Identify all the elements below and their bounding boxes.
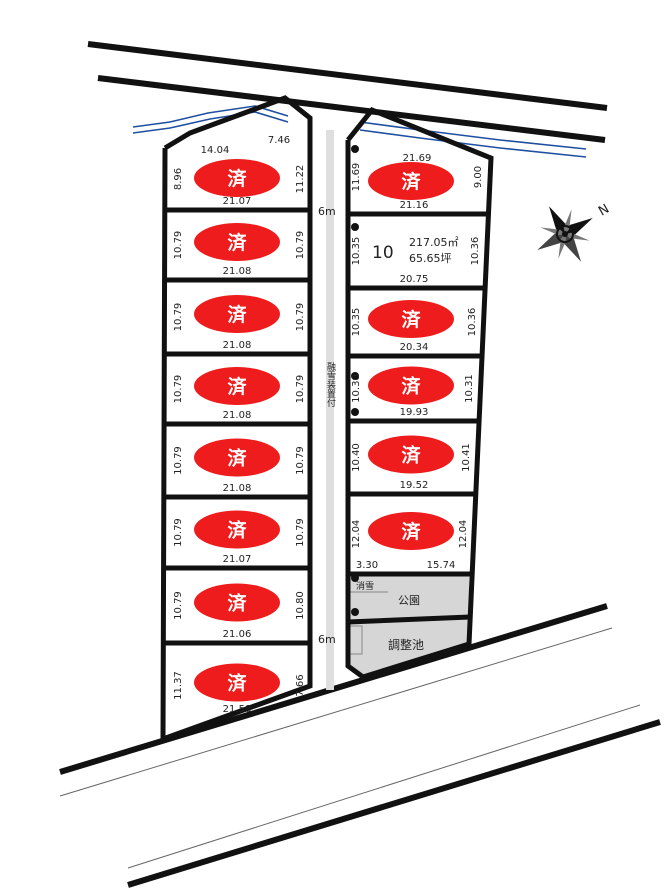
park-label: 公園 [398, 594, 420, 607]
left-lot-dim-left: 10.79 [173, 446, 184, 475]
sold-badge [368, 366, 454, 405]
right-lot-dim-left: 10.30 [351, 374, 362, 403]
sold-badge [194, 438, 280, 477]
left-lot-dim-bottom: 21.07 [223, 196, 252, 207]
right-lot-dim-right: 10.36 [470, 237, 481, 266]
left-lot-dim-right: 11.22 [295, 165, 306, 194]
sold-badge [194, 367, 280, 405]
left-lot-dividers [165, 207, 310, 646]
pond-label: 調整池 [388, 637, 424, 652]
left-lot-dim-bottom: 21.06 [223, 629, 252, 640]
right-lot-dim-bottom: 20.34 [400, 342, 429, 353]
right-lot-dim-bottom: 19.93 [400, 407, 429, 418]
road-width-top: 6m [318, 205, 336, 218]
left-lot-dim-bottom: 21.08 [223, 410, 252, 421]
road-line-bottom-thin-2 [127, 704, 641, 869]
sold-mark: 済 [227, 672, 247, 695]
right-lot-dim-top: 21.69 [403, 153, 432, 164]
sold-badge [194, 223, 280, 261]
park-area [348, 574, 469, 622]
lots-layer: 14.04 7.46 8.96 11.22 21.07 済 10.79 10.79 21.08 済… [173, 135, 484, 715]
left-lot-dim-left: 10.79 [173, 303, 184, 332]
road-width-bottom: 6m [318, 633, 336, 646]
compass-north-label: N [596, 202, 612, 220]
road-line-bottom-2 [127, 719, 661, 888]
left-lot-dim-left: 10.79 [173, 231, 184, 260]
road-line-bottom-thin-1 [59, 627, 613, 797]
left-lot-dim-left: 11.37 [173, 671, 184, 700]
right-lot-dim-bottom: 20.75 [400, 274, 429, 285]
left-block-outline [160, 95, 313, 743]
right-lot-dim-bottom: 19.52 [400, 480, 429, 491]
road-line-top-inner [97, 75, 606, 143]
lot-10-area-tsubo: 65.65坪 [409, 252, 452, 265]
sold-badge [194, 159, 280, 197]
right-lot-dim-left: 10.35 [351, 308, 362, 337]
sold-badge [368, 162, 454, 200]
lot-10-area-m2: 217.05㎡ [409, 236, 459, 249]
left-lot-dim-top2: 7.46 [268, 135, 290, 146]
central-road [326, 130, 334, 690]
left-lot-dim-right: 10.79 [295, 303, 306, 332]
sold-mark: 済 [401, 520, 421, 543]
right-lot-dividers [347, 211, 488, 625]
left-lot-dim-bottom: 21.08 [223, 340, 252, 351]
right-lot-dim-right: 10.41 [461, 443, 472, 472]
right-lot-dim-right: 10.31 [464, 374, 475, 403]
left-lot-dim-right: 10.79 [295, 518, 306, 547]
right-lot-dim-bottom: 21.16 [400, 200, 429, 211]
sold-badge [194, 583, 280, 622]
left-lot-dim-left: 10.79 [173, 518, 184, 547]
sold-mark: 済 [401, 444, 421, 467]
sold-mark: 済 [227, 592, 247, 615]
left-lot-dim-left: 10.79 [173, 375, 184, 404]
sold-mark: 済 [401, 170, 421, 193]
left-lot-dim-right: 10.79 [295, 375, 306, 404]
boundary-markers [351, 145, 359, 616]
left-lot-dim-bottom: 21.08 [223, 266, 252, 277]
sold-mark: 済 [401, 375, 421, 398]
sold-mark: 済 [227, 303, 247, 326]
left-lot-dim-bottom: 21.58 [223, 704, 252, 715]
right-lot-dim-left: 11.69 [351, 163, 362, 192]
sold-badge [368, 512, 454, 550]
left-lot-dim-bottom: 21.07 [223, 554, 252, 565]
right-block-outline [345, 106, 494, 680]
road-snow-melting-note: 融雪装置付 [325, 362, 336, 408]
left-lot-dim-right: 10.79 [295, 446, 306, 475]
right-lot-dim-left: 12.04 [351, 520, 362, 549]
right-lot-dim-right: 12.04 [458, 520, 469, 549]
left-lot-dim-right: 10.80 [295, 591, 306, 620]
right-lot-dim-left: 10.40 [351, 443, 362, 472]
right-lot-dim-right: 9.00 [473, 166, 484, 188]
left-lot-dim-right: 10.79 [295, 231, 306, 260]
right-lot-dim-right: 10.36 [467, 308, 478, 337]
left-lot-dim-top: 14.04 [201, 145, 230, 156]
sold-mark: 済 [227, 447, 247, 470]
left-lot-dim-left: 10.79 [173, 591, 184, 620]
sold-badge [368, 300, 454, 338]
snow-label: 消雪 [356, 580, 374, 592]
compass-icon [537, 206, 593, 262]
sold-mark: 済 [227, 519, 247, 542]
sold-badge [194, 663, 280, 702]
left-lot-dim-right: 7.66 [295, 674, 306, 696]
right-lot-dim-bottom-left: 3.30 [356, 560, 378, 571]
sold-mark: 済 [401, 308, 421, 331]
sold-badge [194, 295, 280, 333]
left-lot-dim-left: 8.96 [173, 168, 184, 190]
sold-badge [368, 435, 454, 474]
sold-mark: 済 [227, 231, 247, 254]
right-lot-dim-bottom: 15.74 [427, 560, 456, 571]
left-lot-dim-bottom: 21.08 [223, 483, 252, 494]
right-lot-dim-left: 10.35 [351, 237, 362, 266]
pond-area [348, 617, 469, 677]
sold-badge [194, 510, 280, 549]
sold-mark: 済 [227, 167, 247, 190]
sold-mark: 済 [227, 375, 247, 398]
lot-number-10: 10 [372, 243, 394, 263]
road-line-top-outer [87, 41, 608, 111]
